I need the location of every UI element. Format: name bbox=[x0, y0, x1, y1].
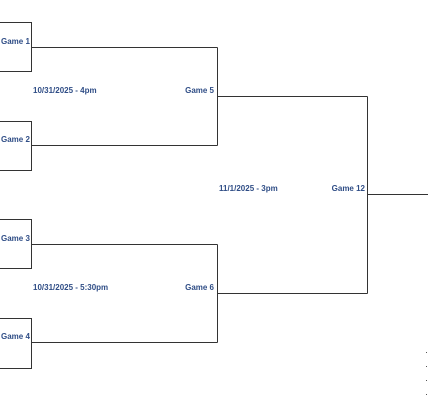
game-4-slot-line bbox=[0, 318, 32, 369]
edge-mark bbox=[426, 366, 427, 367]
game-12-time: 11/1/2025 - 3pm bbox=[219, 184, 278, 193]
game-4-label: Game 4 bbox=[1, 332, 30, 341]
edge-mark bbox=[426, 380, 427, 381]
game-3-slot-line bbox=[0, 219, 32, 269]
game-1-slot-line bbox=[0, 22, 32, 72]
edge-mark bbox=[426, 394, 427, 395]
game-1-label: Game 1 bbox=[1, 37, 30, 46]
game-6-label: Game 6 bbox=[185, 283, 214, 292]
game-2-slot-line bbox=[0, 121, 32, 171]
game-3-label: Game 3 bbox=[1, 234, 30, 243]
game-12-label: Game 12 bbox=[331, 184, 365, 193]
game-5-label: Game 5 bbox=[185, 86, 214, 95]
game-6-time: 10/31/2025 - 5:30pm bbox=[33, 283, 109, 292]
game-5-time: 10/31/2025 - 4pm bbox=[33, 86, 97, 95]
edge-mark bbox=[426, 352, 427, 353]
game-2-label: Game 2 bbox=[1, 135, 30, 144]
